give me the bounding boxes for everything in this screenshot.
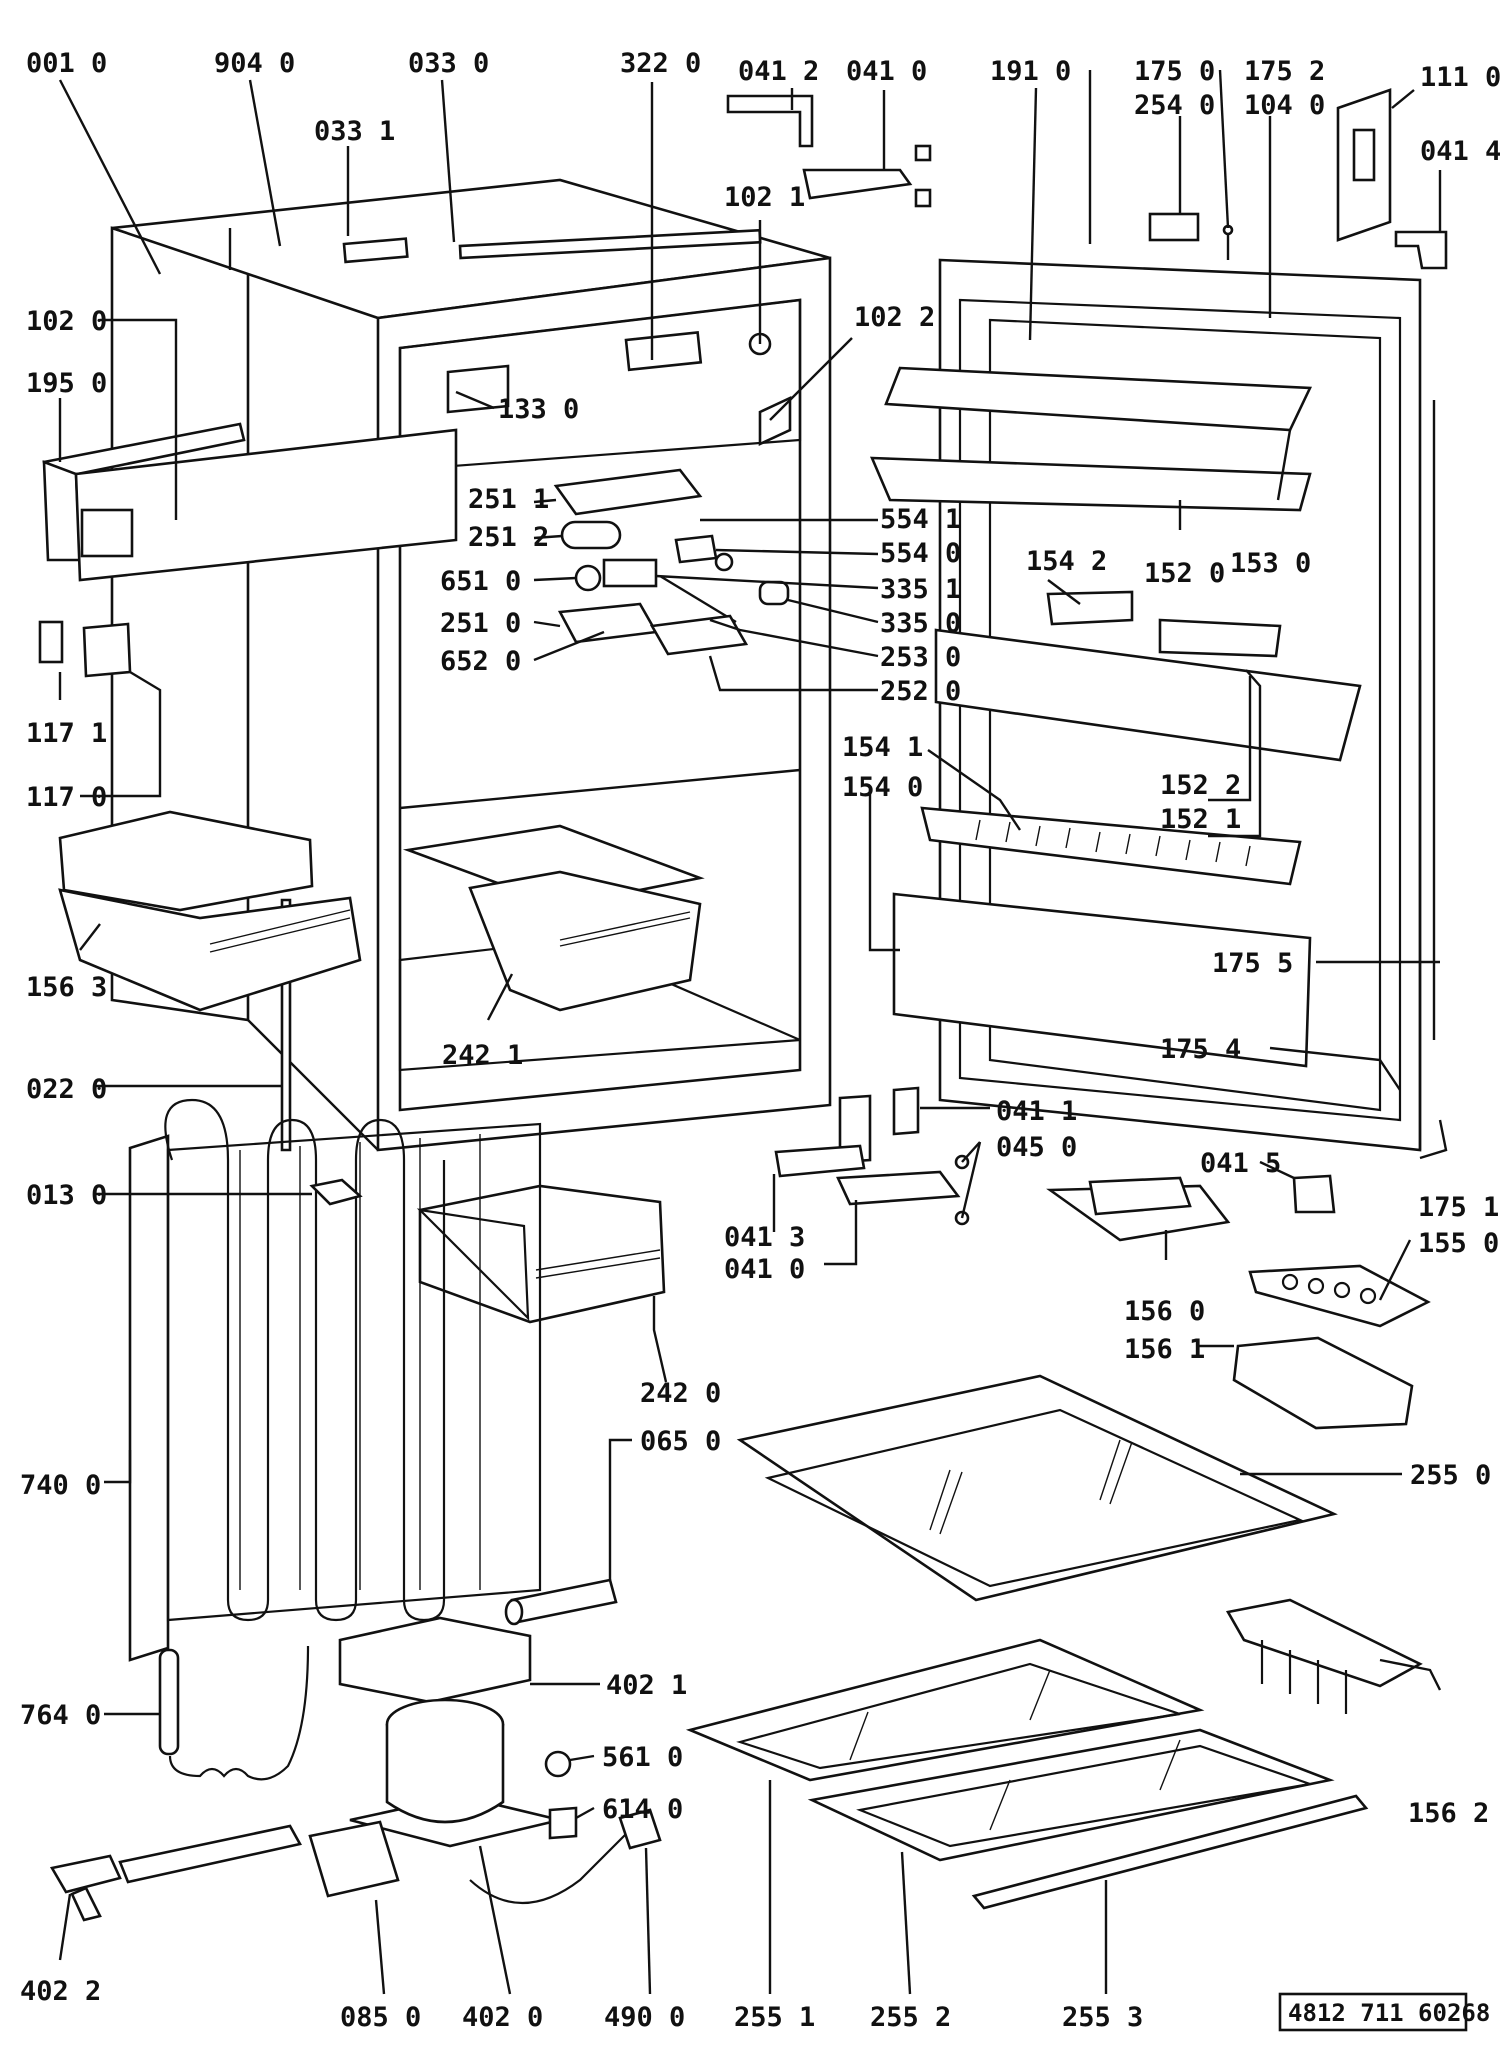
label-045-0: 045 0 bbox=[996, 1132, 1077, 1163]
label-041-0-top: 041 0 bbox=[846, 56, 927, 87]
label-175-4: 175 4 bbox=[1160, 1034, 1241, 1065]
label-175-0: 175 0 bbox=[1134, 56, 1215, 87]
label-195-0: 195 0 bbox=[26, 368, 107, 399]
label-156-3: 156 3 bbox=[26, 972, 107, 1003]
label-117-1: 117 1 bbox=[26, 718, 107, 749]
label-041-4: 041 4 bbox=[1420, 136, 1500, 167]
glass-shelf-255-2 bbox=[807, 1728, 1335, 1862]
label-156-0: 156 0 bbox=[1124, 1296, 1205, 1327]
label-022-0: 022 0 bbox=[26, 1074, 107, 1105]
label-102-2: 102 2 bbox=[854, 302, 935, 333]
label-152-1: 152 1 bbox=[1160, 804, 1241, 835]
label-561-0: 561 0 bbox=[602, 1742, 683, 1773]
label-251-2: 251 2 bbox=[468, 522, 549, 553]
butter-dish-156-0 bbox=[1046, 1176, 1231, 1242]
condenser-740 bbox=[128, 1098, 542, 1662]
label-001-0: 001 0 bbox=[26, 48, 107, 79]
label-651-0: 651 0 bbox=[440, 566, 521, 597]
label-242-0: 242 0 bbox=[640, 1378, 721, 1409]
leader-lines bbox=[58, 69, 1448, 1995]
label-251-1: 251 1 bbox=[468, 484, 549, 515]
label-111-0: 111 0 bbox=[1420, 62, 1500, 93]
part-drawings bbox=[38, 88, 1448, 1922]
label-554-0: 554 0 bbox=[880, 538, 961, 569]
base-bracket-402-2 bbox=[49, 1824, 302, 1922]
label-102-0: 102 0 bbox=[26, 306, 107, 337]
label-117-0: 117 0 bbox=[26, 782, 107, 813]
thermostat-lamp-group bbox=[553, 468, 790, 656]
shelf-strip-255-3 bbox=[971, 1794, 1369, 1910]
freezer-door-195 bbox=[42, 422, 458, 582]
label-104-0: 104 0 bbox=[1244, 90, 1325, 121]
label-041-1: 041 1 bbox=[996, 1096, 1077, 1127]
tray-156-1 bbox=[1232, 1336, 1414, 1430]
label-152-2: 152 2 bbox=[1160, 770, 1241, 801]
label-041-5: 041 5 bbox=[1200, 1148, 1281, 1179]
suction-tube-065 bbox=[504, 1578, 618, 1626]
label-156-2: 156 2 bbox=[1408, 1798, 1489, 1829]
drawer-242-1 bbox=[402, 824, 705, 1012]
label-252-0: 252 0 bbox=[880, 676, 961, 707]
label-175-5: 175 5 bbox=[1212, 948, 1293, 979]
label-251-0: 251 0 bbox=[440, 608, 521, 639]
label-764-0: 764 0 bbox=[20, 1700, 101, 1731]
label-253-0: 253 0 bbox=[880, 642, 961, 673]
label-255-0: 255 0 bbox=[1410, 1460, 1491, 1491]
label-033-1: 033 1 bbox=[314, 116, 395, 147]
label-242-1: 242 1 bbox=[442, 1040, 523, 1071]
label-102-1: 102 1 bbox=[724, 182, 805, 213]
label-133-0: 133 0 bbox=[498, 394, 579, 425]
glass-shelf-255-0 bbox=[736, 1374, 1338, 1602]
door-top-parts bbox=[1148, 88, 1448, 1150]
document-number-box: 4812 711 60268 bbox=[1278, 1992, 1490, 2032]
label-614-0: 614 0 bbox=[602, 1794, 683, 1825]
label-255-3: 255 3 bbox=[1062, 2002, 1143, 2033]
label-904-0: 904 0 bbox=[214, 48, 295, 79]
label-175-1: 175 1 bbox=[1418, 1192, 1499, 1223]
label-041-3: 041 3 bbox=[724, 1222, 805, 1253]
document-number: 4812 711 60268 bbox=[1288, 1999, 1490, 2027]
part-labels: 001 0 904 0 033 0 322 0 041 2 041 0 191 … bbox=[20, 48, 1500, 2033]
label-652-0: 652 0 bbox=[440, 646, 521, 677]
label-191-0: 191 0 bbox=[990, 56, 1071, 87]
label-033-0: 033 0 bbox=[408, 48, 489, 79]
label-554-1: 554 1 bbox=[880, 504, 961, 535]
label-155-0: 155 0 bbox=[1418, 1228, 1499, 1259]
label-154-2: 154 2 bbox=[1026, 546, 1107, 577]
label-490-0: 490 0 bbox=[604, 2002, 685, 2033]
label-065-0: 065 0 bbox=[640, 1426, 721, 1457]
label-154-1: 154 1 bbox=[842, 732, 923, 763]
compressor-402 bbox=[308, 1616, 662, 1905]
label-335-0: 335 0 bbox=[880, 608, 961, 639]
label-156-1: 156 1 bbox=[1124, 1334, 1205, 1365]
label-402-2: 402 2 bbox=[20, 1976, 101, 2007]
ice-tray-156-2 bbox=[1225, 1598, 1423, 1714]
ice-tray-155-0 bbox=[1248, 1264, 1431, 1328]
label-402-0: 402 0 bbox=[462, 2002, 543, 2033]
label-255-1: 255 1 bbox=[734, 2002, 815, 2033]
label-402-1: 402 1 bbox=[606, 1670, 687, 1701]
label-322-0: 322 0 bbox=[620, 48, 701, 79]
label-254-0: 254 0 bbox=[1134, 90, 1215, 121]
label-152-0: 152 0 bbox=[1144, 558, 1225, 589]
top-fittings bbox=[342, 94, 932, 447]
label-153-0: 153 0 bbox=[1230, 548, 1311, 579]
label-255-2: 255 2 bbox=[870, 2002, 951, 2033]
hinge-117 bbox=[38, 620, 132, 678]
hinge-041-mid bbox=[774, 1086, 1336, 1226]
label-041-0-mid: 041 0 bbox=[724, 1254, 805, 1285]
label-085-0: 085 0 bbox=[340, 2002, 421, 2033]
ice-tray-cover-156-3 bbox=[58, 810, 362, 1012]
label-740-0: 740 0 bbox=[20, 1470, 101, 1501]
label-013-0: 013 0 bbox=[26, 1180, 107, 1211]
label-154-0: 154 0 bbox=[842, 772, 923, 803]
glass-shelf-255-1 bbox=[685, 1638, 1205, 1782]
label-335-1: 335 1 bbox=[880, 574, 961, 605]
label-175-2: 175 2 bbox=[1244, 56, 1325, 87]
label-041-2: 041 2 bbox=[738, 56, 819, 87]
dryer-764 bbox=[158, 1645, 310, 1781]
drawer-242-0 bbox=[416, 1184, 666, 1324]
